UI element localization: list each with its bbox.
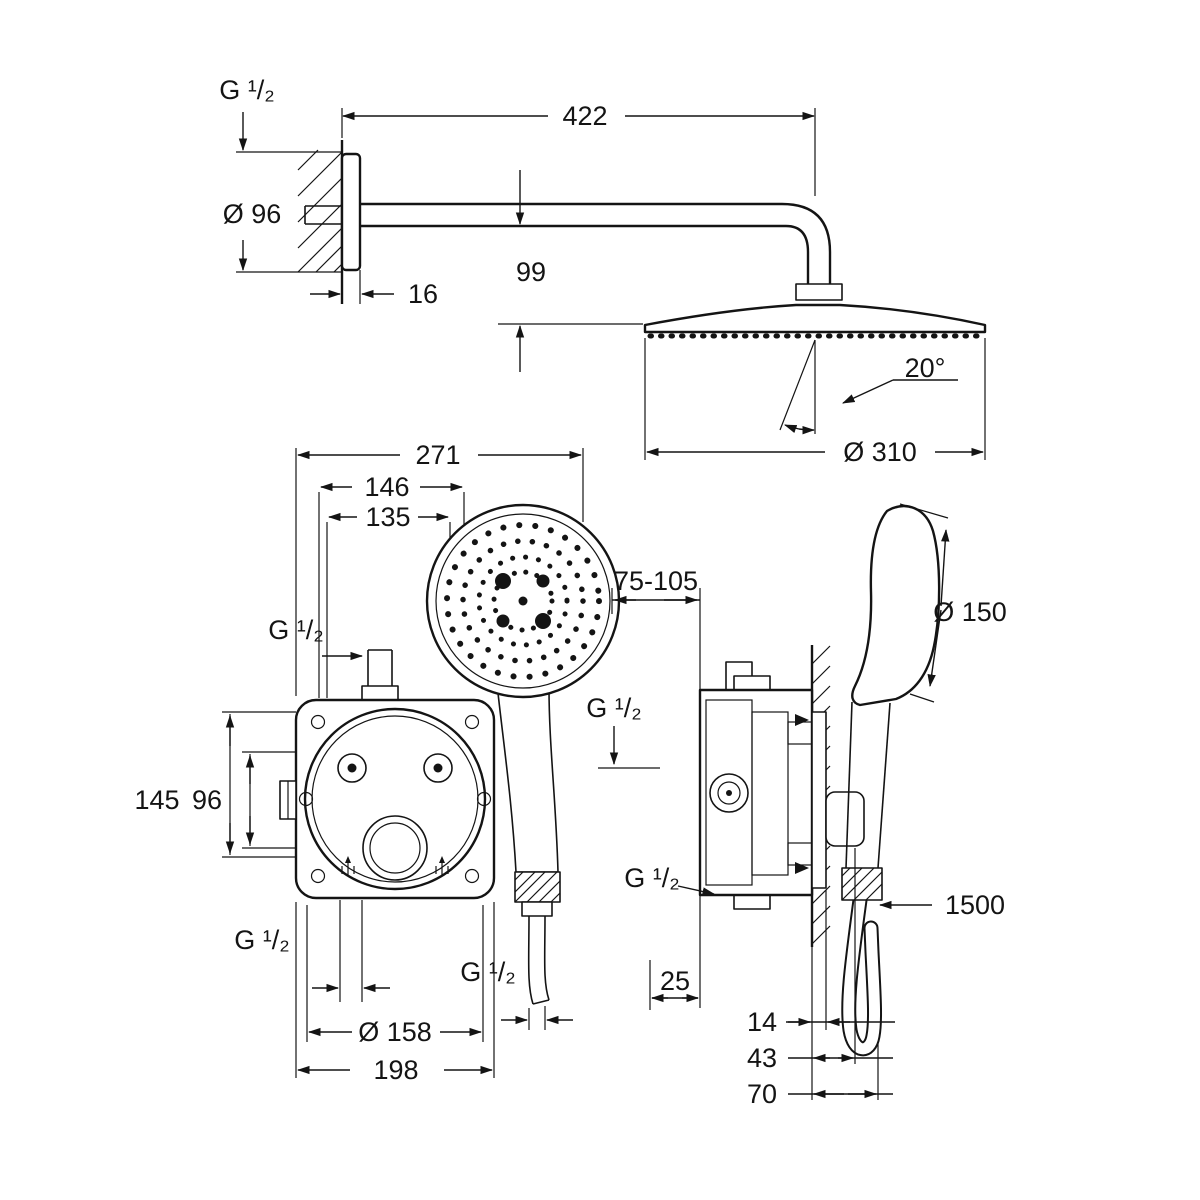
dim-14-43-70: 14 43 70 (747, 848, 895, 1109)
supply-pipe (361, 649, 399, 701)
dim-198: 198 (295, 902, 495, 1085)
valve-side-view (698, 661, 814, 910)
dim-d96: Ø 96 (223, 112, 342, 273)
dim-g-half-inlet: G ¹/₂ (586, 693, 660, 769)
dim-145-label: 145 (134, 785, 179, 815)
dim-d158: Ø 158 (306, 905, 484, 1047)
dim-angle-20-label: 20° (905, 353, 946, 383)
dim-75-105: 75-105 (611, 566, 701, 1008)
dim-g-half-outlet: G ¹/₂ (624, 863, 716, 896)
dim-96-label: 96 (192, 785, 222, 815)
spray-mode-icon-right (435, 856, 449, 876)
mixer-trim-plate-front (279, 698, 496, 900)
dim-99: 99 (498, 170, 643, 372)
dim-271: 271 (295, 440, 584, 696)
dim-d96-label: Ø 96 (223, 199, 282, 229)
dim-d158-label: Ø 158 (358, 1017, 432, 1047)
g-half-inlet-label: G ¹/₂ (586, 693, 641, 723)
hand-shower-side (841, 504, 941, 1057)
dim-75-105-label: 75-105 (614, 566, 698, 596)
shower-arm-assembly (304, 140, 843, 304)
g-half-bottom-left-label: G ¹/₂ (234, 925, 289, 955)
dim-g-half-supply: G ¹/₂ (268, 615, 364, 661)
spray-mode-icon-left (341, 856, 355, 876)
dim-16-label: 16 (408, 279, 438, 309)
g-half-top-label: G ¹/₂ (219, 75, 274, 105)
hand-shower-front (425, 503, 621, 1005)
dim-135-label: 135 (365, 502, 410, 532)
dim-96: 96 (192, 751, 296, 849)
rain-shower-head (643, 303, 987, 339)
dim-1500: 1500 (878, 890, 1005, 920)
dim-146-label: 146 (364, 472, 409, 502)
dim-angle-20: 20° (779, 339, 958, 435)
dim-1500-label: 1500 (945, 890, 1005, 920)
g-half-outlet-label: G ¹/₂ (624, 863, 679, 893)
dim-43-label: 43 (747, 1043, 777, 1073)
dim-g-half-bottom-left: G ¹/₂ (234, 900, 390, 1002)
dim-135: 135 (326, 502, 451, 698)
dim-145: 145 (134, 711, 296, 858)
dim-146: 146 (318, 472, 465, 698)
dim-14-label: 14 (747, 1007, 777, 1037)
g-half-hose-label: G ¹/₂ (460, 957, 515, 987)
dim-d150: Ø 150 (899, 503, 1007, 703)
dim-99-label: 99 (516, 257, 546, 287)
dim-70-label: 70 (747, 1079, 777, 1109)
dim-422-label: 422 (562, 101, 607, 131)
dim-198-label: 198 (373, 1055, 418, 1085)
trim-and-holder-side (811, 711, 865, 889)
dim-d310: Ø 310 (644, 338, 986, 467)
dim-g-half-hose: G ¹/₂ (460, 957, 573, 1030)
dim-d310-label: Ø 310 (843, 437, 917, 467)
dim-d150-label: Ø 150 (933, 597, 1007, 627)
dim-422: 422 (341, 101, 816, 196)
dim-25: 25 (649, 960, 700, 1010)
dim-25-label: 25 (660, 966, 690, 996)
g-half-supply-label: G ¹/₂ (268, 615, 323, 645)
dim-271-label: 271 (415, 440, 460, 470)
dim-g-half-top: G ¹/₂ (219, 75, 274, 105)
dim-16: 16 (310, 270, 438, 309)
